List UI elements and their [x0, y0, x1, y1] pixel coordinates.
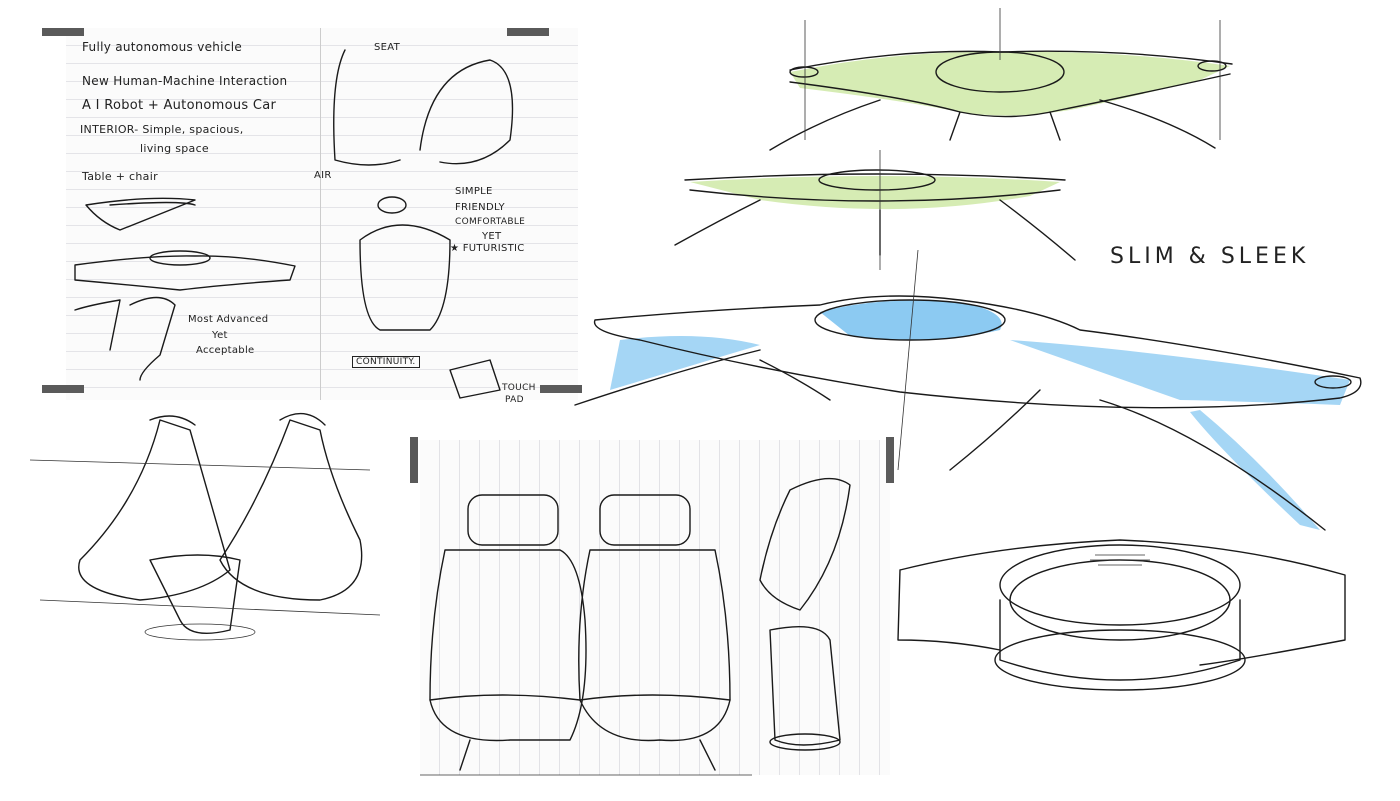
notebook-sketches	[74, 49, 514, 399]
pod-chairs-sketch	[29, 412, 381, 641]
note-line: Fully autonomous vehicle	[82, 40, 243, 54]
corner-tab	[886, 437, 894, 483]
touch-pad-label: TOUCH	[502, 383, 536, 393]
note-line: Most Advanced	[188, 314, 269, 325]
attribute: Yet	[482, 231, 502, 242]
attribute: FRIENDLY	[455, 202, 505, 213]
notebook-page-top-left	[66, 28, 578, 400]
note-line: INTERIOR- Simple, spacious,	[80, 123, 244, 136]
air-label: AIR	[314, 170, 332, 181]
corner-tab	[507, 28, 549, 36]
corner-tab	[410, 437, 418, 483]
note-line: Yet	[212, 330, 228, 341]
note-line: New Human-Machine Interaction	[82, 74, 288, 88]
double-seat-sketch	[420, 477, 851, 776]
blue-table-sketch	[574, 249, 1362, 531]
note-line: A I Robot + Autonomous Car	[82, 98, 277, 113]
seat-label: SEAT	[374, 42, 401, 53]
headline-slim-sleek: SLIM & SLEEK	[1110, 244, 1310, 269]
continuity-label: CONTINUITY.	[352, 356, 420, 368]
corner-tab	[540, 385, 582, 393]
touch-pad-label: PAD	[505, 395, 524, 405]
note-line: living space	[140, 142, 209, 155]
note-line: Acceptable	[196, 345, 255, 356]
note-line: Table + chair	[82, 170, 158, 183]
notebook-spine	[320, 28, 321, 400]
green-table-sketch-middle	[674, 150, 1076, 270]
green-table-sketch-top	[769, 8, 1233, 151]
table-outline-sketch-bottom-right	[897, 539, 1346, 691]
notebook-page-bottom-center	[420, 440, 890, 775]
attribute: SIMPLE	[455, 186, 493, 197]
corner-tab	[42, 385, 84, 393]
corner-tab	[42, 28, 84, 36]
attribute: ★ Futuristic	[450, 243, 525, 254]
attribute: COMFORTABLE	[455, 217, 526, 227]
